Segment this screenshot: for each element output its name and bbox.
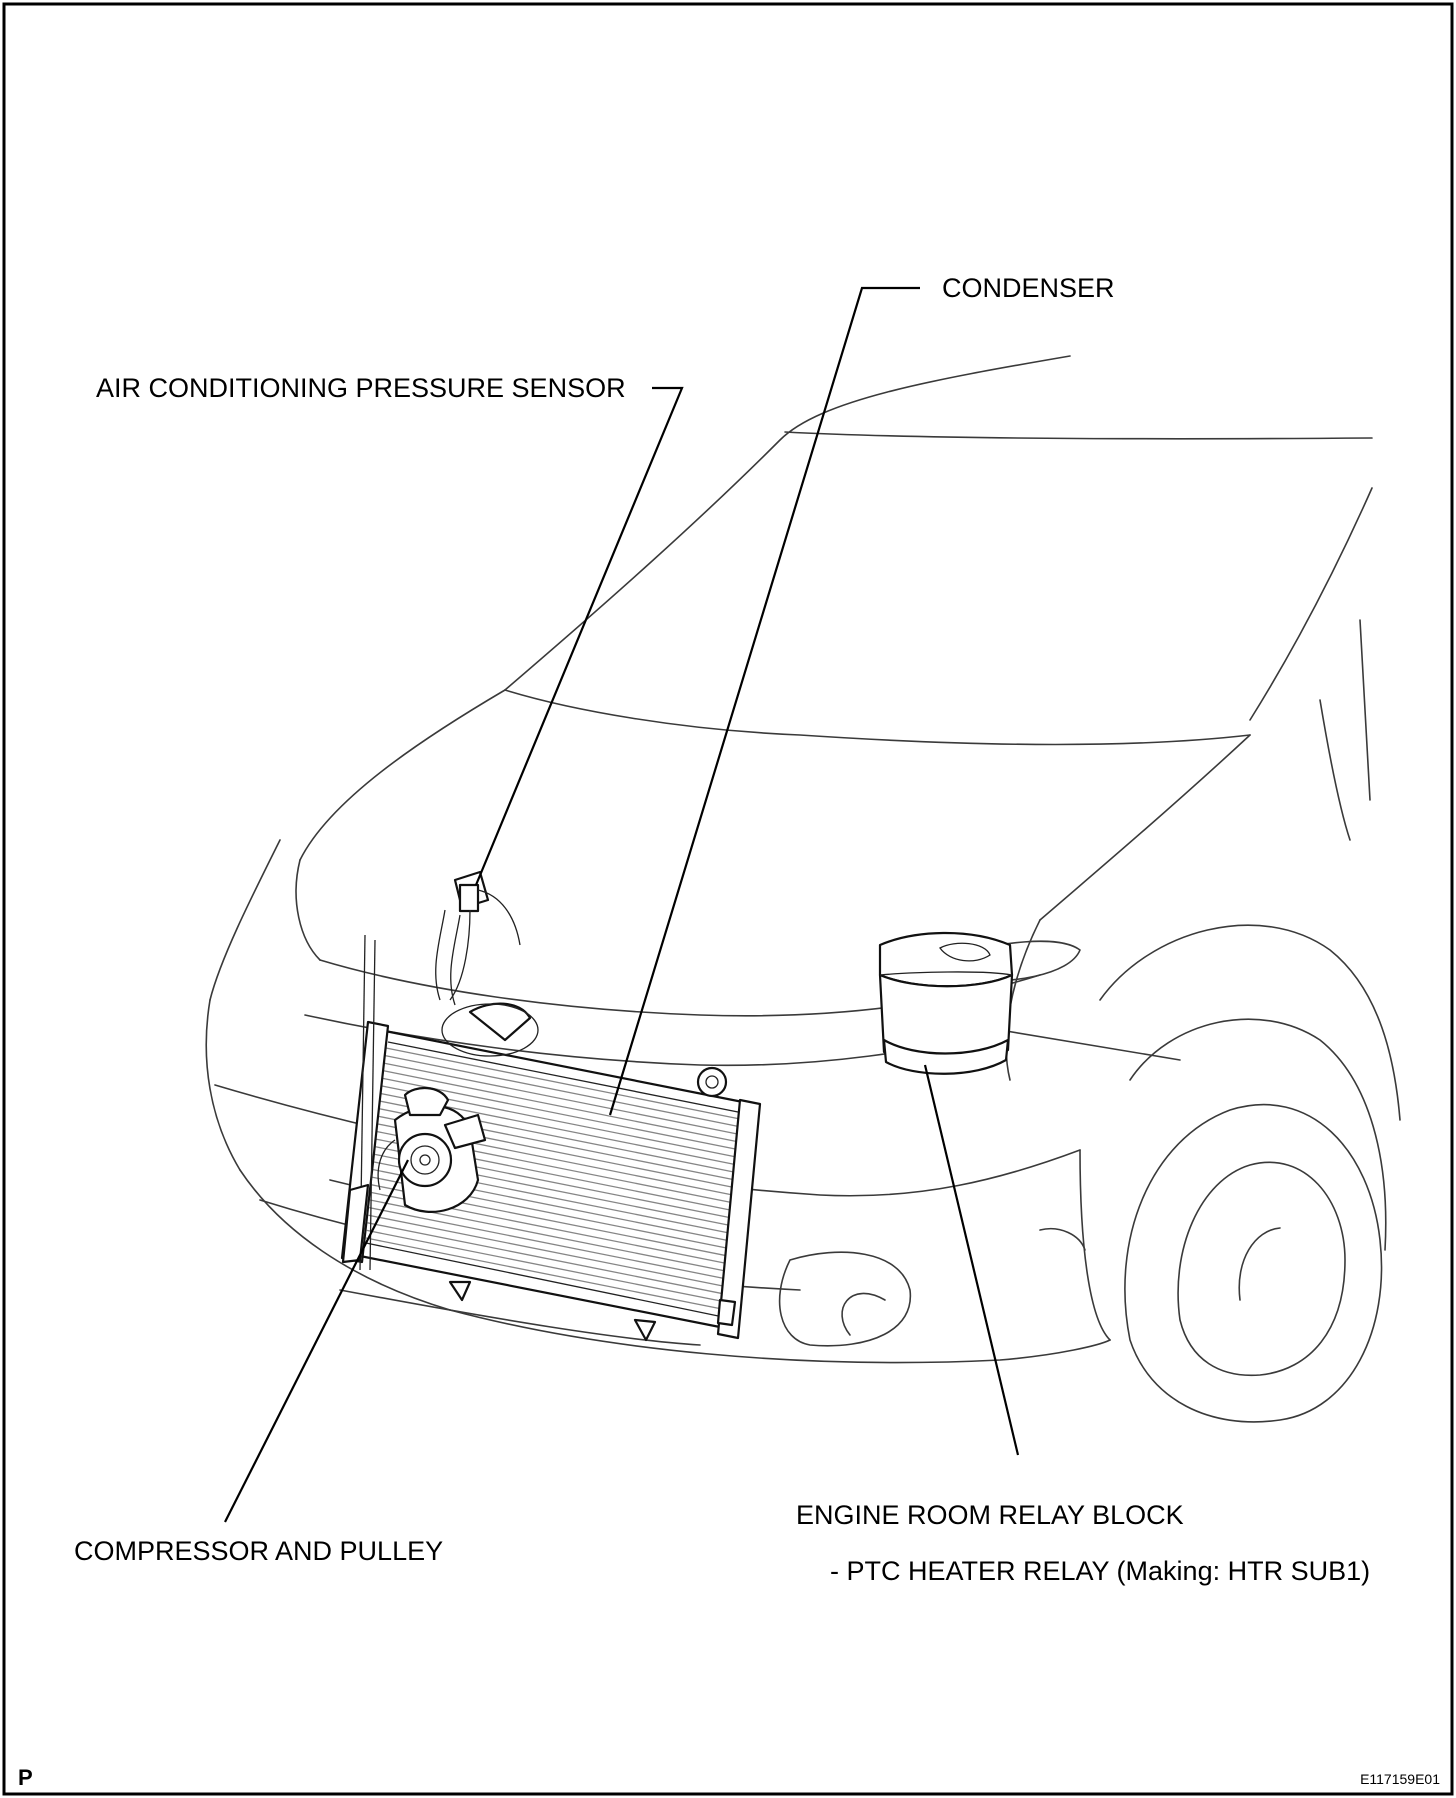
condenser-fin	[384, 1062, 744, 1136]
condenser-fin	[383, 1070, 743, 1144]
leader-compressor	[224, 1159, 409, 1523]
condenser-fin	[366, 1229, 728, 1304]
leader-lines	[224, 286, 1020, 1523]
condenser-fin	[382, 1077, 743, 1152]
label-engine-room-relay-block: ENGINE ROOM RELAY BLOCK	[796, 1500, 1184, 1530]
label-pressure-sensor: AIR CONDITIONING PRESSURE SENSOR	[96, 373, 626, 403]
condenser-fin	[368, 1214, 730, 1288]
compressor-illustration	[341, 1087, 487, 1264]
label-condenser: CONDENSER	[942, 273, 1115, 303]
label-ptc-heater-relay: - PTC HEATER RELAY (Making: HTR SUB1)	[830, 1556, 1370, 1586]
condenser-fin	[369, 1206, 731, 1281]
condenser-fin	[365, 1237, 728, 1311]
figure-id: E117159E01	[1360, 1771, 1440, 1787]
pressure-sensor-illustration	[449, 870, 521, 1001]
condenser-fin	[385, 1054, 745, 1129]
leader-relay-block	[923, 1064, 1020, 1456]
label-compressor-and-pulley: COMPRESSOR AND PULLEY	[74, 1536, 443, 1566]
leader-condenser	[608, 286, 920, 1116]
condenser-illustration	[340, 909, 762, 1342]
condenser-fin	[385, 1047, 746, 1121]
relay-block-illustration	[878, 931, 1014, 1075]
page-mark: P	[18, 1765, 33, 1790]
condenser-fin	[367, 1222, 729, 1296]
leader-pressure-sensor	[474, 386, 684, 886]
